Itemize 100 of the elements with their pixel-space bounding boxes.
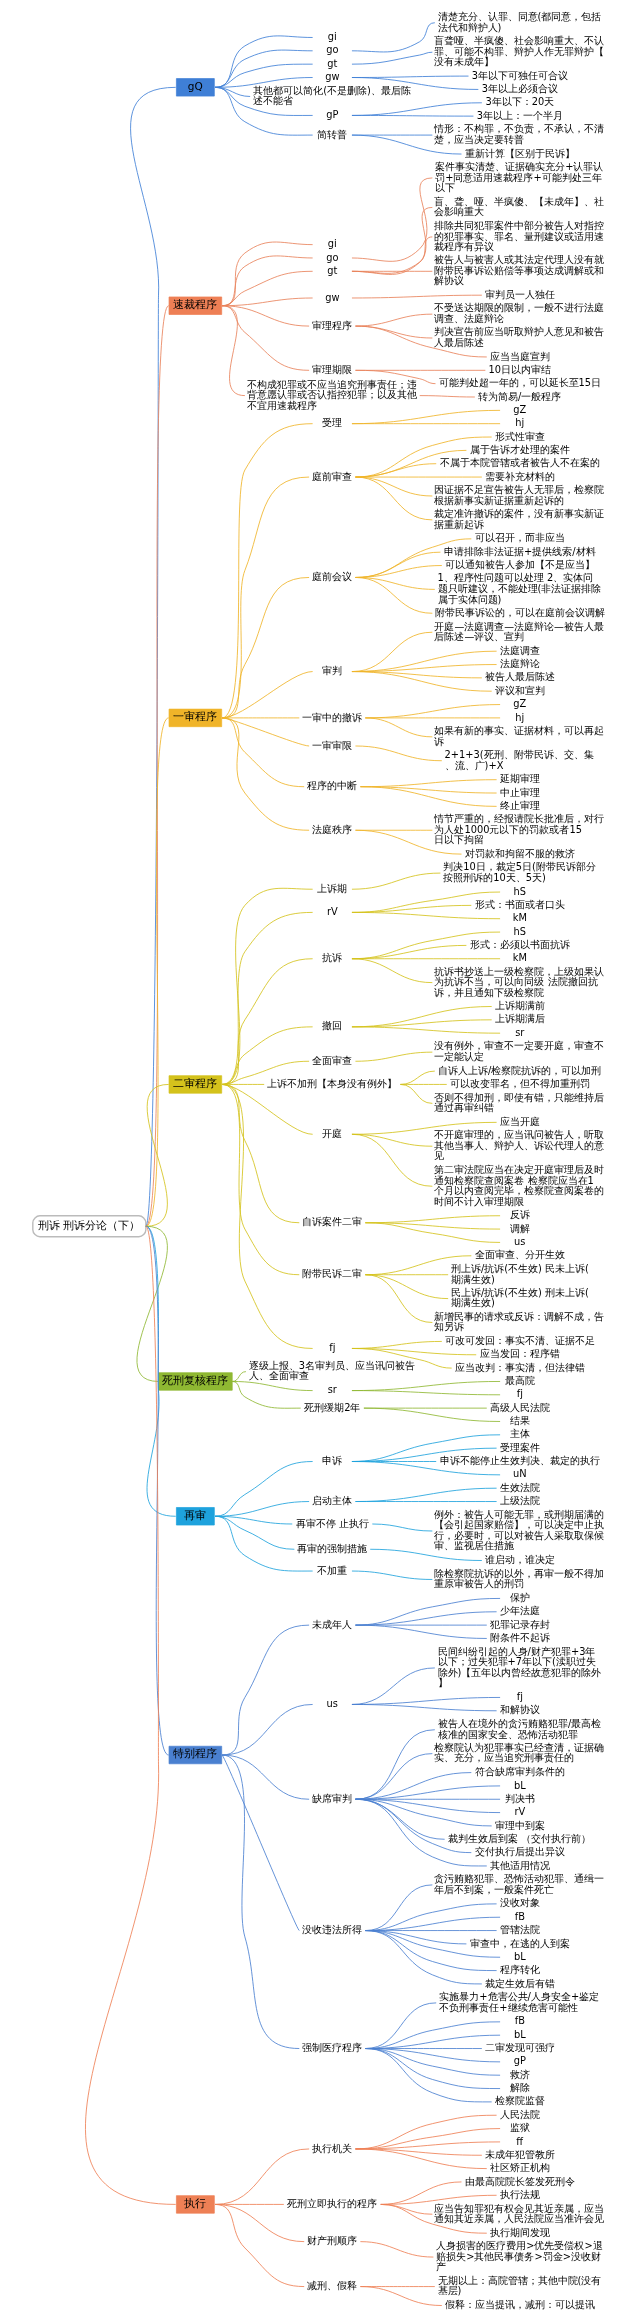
node-text: 检察院认为犯罪事实已经查清，证据确实、充分，应当追究刑事责任的 xyxy=(434,1741,605,1764)
connector xyxy=(351,671,493,692)
node-text: 财产刑顺序 xyxy=(307,2235,358,2247)
node-text: 终止审理 xyxy=(499,799,540,811)
node-text: 符合缺席审判条件的 xyxy=(474,1766,565,1778)
node-text: 法庭秩序 xyxy=(312,823,353,835)
node-text: 未成年人 xyxy=(312,1618,353,1630)
node-text: 交付执行后提出异议 xyxy=(474,1846,565,1858)
node-text: 盲、聋、哑、半疯傻、【未成年】、社会影响重大 xyxy=(434,195,605,218)
connector xyxy=(364,717,433,738)
node-text: 再审的强制措施 xyxy=(297,1542,368,1554)
node-text: 盲聋哑、半疯傻、社会影响重大、不认罪、可能不构罪、辩护人作无罪辩护【没有未成年】 xyxy=(434,35,605,68)
node-text: 申请排除非法证据+提供线索/材料 xyxy=(444,545,596,557)
node-text: 其他适用情况 xyxy=(489,1859,550,1871)
node-text: 转为简易/一般程序 xyxy=(478,390,562,402)
connector xyxy=(231,1371,247,1382)
node-text: 中止审理 xyxy=(499,786,540,798)
node-text: 除检察院抗诉的以外，再审一般不得加重原审被告人的刑罚 xyxy=(434,1567,605,1590)
connector xyxy=(355,476,433,521)
node-box: 二审程序 xyxy=(168,1075,223,1094)
node-text: 判决宣告前应当听取辩护人意见和被告人最后陈述 xyxy=(434,326,605,348)
connector xyxy=(351,77,479,90)
connector xyxy=(351,236,433,274)
node-text: 不加重 xyxy=(317,1564,348,1576)
node-text: fj xyxy=(516,1388,523,1400)
connector xyxy=(355,1624,488,1639)
node-box: 刑诉 刑诉分论（下） xyxy=(32,1215,147,1238)
connector xyxy=(221,1754,310,1800)
connector xyxy=(351,872,441,890)
node-text: 人身损害的医疗费用>优先受偿权>退赔损失>其他民事债务>罚金>没收财产 xyxy=(436,2240,603,2273)
connector xyxy=(145,717,170,1227)
node-text: 应当告知罪犯有权会见其近亲属，应当通知其近亲属，人民法院应当准许会见 xyxy=(434,2202,605,2225)
node-text: sr xyxy=(515,1026,525,1038)
node-text: 上诉期满前 xyxy=(494,1000,545,1012)
connector xyxy=(351,1390,501,1396)
node-text: gP xyxy=(326,109,339,121)
node-text: 死刑立即执行的程序 xyxy=(287,2198,378,2210)
node-text: 程序的中断 xyxy=(307,780,358,792)
connector xyxy=(351,134,462,155)
node-text: 最高院 xyxy=(504,1375,535,1387)
node-text: fB xyxy=(514,2015,525,2027)
node-text: rV xyxy=(326,906,338,917)
node-text: 法庭调查 xyxy=(499,644,540,656)
node-text: gt xyxy=(327,57,338,69)
connector xyxy=(399,1084,433,1104)
connector xyxy=(359,2241,434,2258)
connector xyxy=(355,577,433,614)
node-text: 2+1+3(死刑、附带民诉、交、集、流、广)+X xyxy=(444,749,594,771)
connector xyxy=(221,1704,314,1756)
node-text: 可改可发回：事实不清、证据不足 xyxy=(444,1335,595,1347)
node-box: 速裁程序 xyxy=(168,296,223,315)
node-text: 刑上诉/抗诉(不生效) 民未上诉(期满生效) xyxy=(450,1263,589,1285)
node-text: 附带民诉二审 xyxy=(302,1268,363,1280)
node-text: us xyxy=(326,1698,338,1710)
node-text: 可以通知被告人参加【不是应当】 xyxy=(444,559,595,571)
node-text: 缺席审判 xyxy=(312,1792,353,1804)
node-box: 执行 xyxy=(176,2195,215,2214)
node-text: gZ xyxy=(513,403,527,415)
connector xyxy=(231,1381,302,1409)
node-text: 死刑缓期2年 xyxy=(304,1401,361,1413)
connector xyxy=(351,177,433,262)
connector xyxy=(351,1026,501,1034)
node-text: 申诉不能停止生效判决、裁定的执行 xyxy=(439,1455,600,1467)
connector xyxy=(355,1611,498,1626)
node-text: 受理 xyxy=(322,417,343,429)
connector xyxy=(221,423,314,719)
connector xyxy=(351,912,501,920)
node-text: fB xyxy=(514,1910,525,1922)
node-text: 被告人与被害人或其法定代理人没有就附带民事诉讼赔偿等事项达成调解或和解协议 xyxy=(434,254,605,287)
node-text: 一审中的撤诉 xyxy=(302,711,363,723)
node-text: 例外：被告人可能无罪，或刑期届满的【会引起国家赔偿】，可以决定中止执行，必要时，可以对被告人采取取保候审、监视居住措施 xyxy=(434,1508,605,1552)
node-text: 不开庭审理的，应当讯问被告人，听取其他当事人、辩护人、诉讼代理人的意见 xyxy=(434,1129,605,1162)
node-text: 没收违法所得 xyxy=(302,1924,363,1936)
node-text: fj xyxy=(516,1691,523,1703)
node-text: 检察院监督 xyxy=(494,2095,545,2107)
connector xyxy=(221,1026,314,1085)
connector xyxy=(355,313,433,327)
node-text: gw xyxy=(325,71,340,83)
node-text: 因证据不足宣告被告人无罪后，检察院根据新事实新证据重新起诉的 xyxy=(434,484,605,506)
node-text: 上诉期满后 xyxy=(494,1013,545,1025)
node-text: 没收对象 xyxy=(499,1897,540,1909)
connector xyxy=(351,1461,501,1476)
node-text: 重新计算【区别于民诉】 xyxy=(464,147,575,159)
connector xyxy=(355,1753,433,1800)
node-text: 附带民事诉讼的，可以在庭前会议调解 xyxy=(434,606,605,618)
node-text: hj xyxy=(515,417,525,429)
connector xyxy=(351,115,474,117)
node-text: fj xyxy=(329,1342,336,1354)
node-text: 管辖法院 xyxy=(499,1924,540,1936)
node-text: 减刑、假释 xyxy=(307,2280,358,2292)
node-text: 民上诉/抗诉(不生效) 刑未上诉(期满生效) xyxy=(450,1286,589,1309)
node-text: 贪污贿赂犯罪、恐怖活动犯罪、通缉一年后不到案，一般案件死亡 xyxy=(434,1873,605,1895)
connector xyxy=(221,1060,310,1085)
node-text: 审判员一人独任 xyxy=(484,288,555,300)
node-text: 应当改判：事实清，但法律错 xyxy=(454,1361,585,1373)
node-text: 应当当庭宣判 xyxy=(489,350,550,362)
node-text: 少年法庭 xyxy=(499,1605,540,1617)
node-text: 案件事实清楚、证据确实充分+认罪认罚+同意适用速裁程序+可能判处三年以下 xyxy=(435,160,604,194)
node-text: 自诉人上诉/检察院抗诉的，可以加刑 xyxy=(438,1064,602,1076)
node-text: 上诉期 xyxy=(317,882,348,894)
